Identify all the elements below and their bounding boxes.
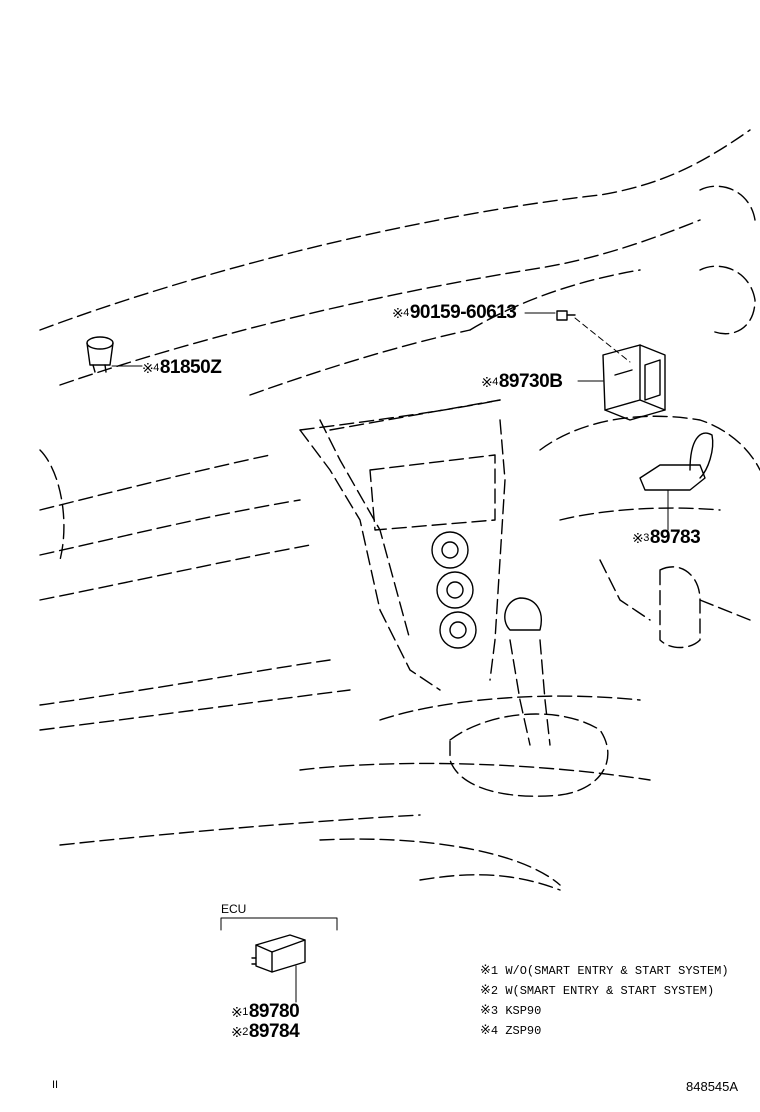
screw-90159-icon: [556, 310, 576, 321]
note-number: 4: [153, 362, 159, 374]
clip-81850z-icon: [86, 336, 114, 373]
note-number: 1: [242, 1006, 248, 1018]
note-mark: ※: [392, 305, 404, 321]
callout-89783[interactable]: ※389783: [632, 527, 701, 548]
part-number: 81850Z: [159, 357, 222, 378]
part-number: 89783: [649, 527, 701, 548]
note-number: 3: [643, 532, 649, 544]
callout-90159-60613[interactable]: ※490159-60613: [392, 302, 517, 323]
diagram-code: 848545A: [686, 1079, 739, 1094]
antenna-89783-icon: [639, 432, 714, 491]
note-row: ※4 ZSP90: [480, 1020, 729, 1040]
ecu-bracket: [220, 917, 338, 931]
note-mark: ※: [480, 982, 491, 997]
note-number: 4: [490, 1024, 499, 1038]
note-text: ZSP90: [505, 1024, 542, 1038]
note-number: 3: [490, 1004, 499, 1018]
ecu-89780-icon: [251, 934, 306, 973]
note-row: ※1 W/O(SMART ENTRY & START SYSTEM): [480, 960, 729, 980]
note-number: 2: [490, 984, 499, 998]
callout-81850z[interactable]: ※481850Z: [142, 357, 222, 378]
leader-90159-dashed: [574, 317, 631, 363]
note-number: 2: [242, 1026, 248, 1038]
note-number: 1: [490, 964, 499, 978]
note-mark: ※: [480, 1002, 491, 1017]
note-mark: ※: [480, 1022, 491, 1037]
note-text: W(SMART ENTRY & START SYSTEM): [505, 984, 715, 998]
dashboard-outline: [39, 129, 760, 891]
note-mark: ※: [480, 962, 491, 977]
note-number: 4: [403, 307, 409, 319]
part-number: 89780: [248, 1001, 300, 1022]
callout-89780[interactable]: ※189780: [231, 1001, 300, 1022]
part-number: 89730B: [498, 371, 563, 392]
notes-legend: ※1 W/O(SMART ENTRY & START SYSTEM) ※2 W(…: [480, 960, 729, 1040]
note-text: KSP90: [505, 1004, 542, 1018]
note-row: ※2 W(SMART ENTRY & START SYSTEM): [480, 980, 729, 1000]
vent-knobs: [431, 531, 477, 649]
callout-89730b[interactable]: ※489730B: [481, 371, 563, 392]
gear-knob: [504, 597, 542, 631]
note-mark: ※: [231, 1024, 243, 1040]
part-number: 89784: [248, 1021, 300, 1042]
footer-left-mark: II: [52, 1079, 59, 1091]
note-mark: ※: [142, 360, 154, 376]
note-mark: ※: [231, 1004, 243, 1020]
module-89730b-icon: [602, 344, 666, 421]
note-number: 4: [492, 376, 498, 388]
note-text: W/O(SMART ENTRY & START SYSTEM): [505, 964, 729, 978]
note-mark: ※: [632, 530, 644, 546]
note-row: ※3 KSP90: [480, 1000, 729, 1020]
callout-89784[interactable]: ※289784: [231, 1021, 300, 1042]
note-mark: ※: [481, 374, 493, 390]
ecu-label: ECU: [221, 902, 247, 916]
part-number: 90159-60613: [409, 302, 517, 323]
